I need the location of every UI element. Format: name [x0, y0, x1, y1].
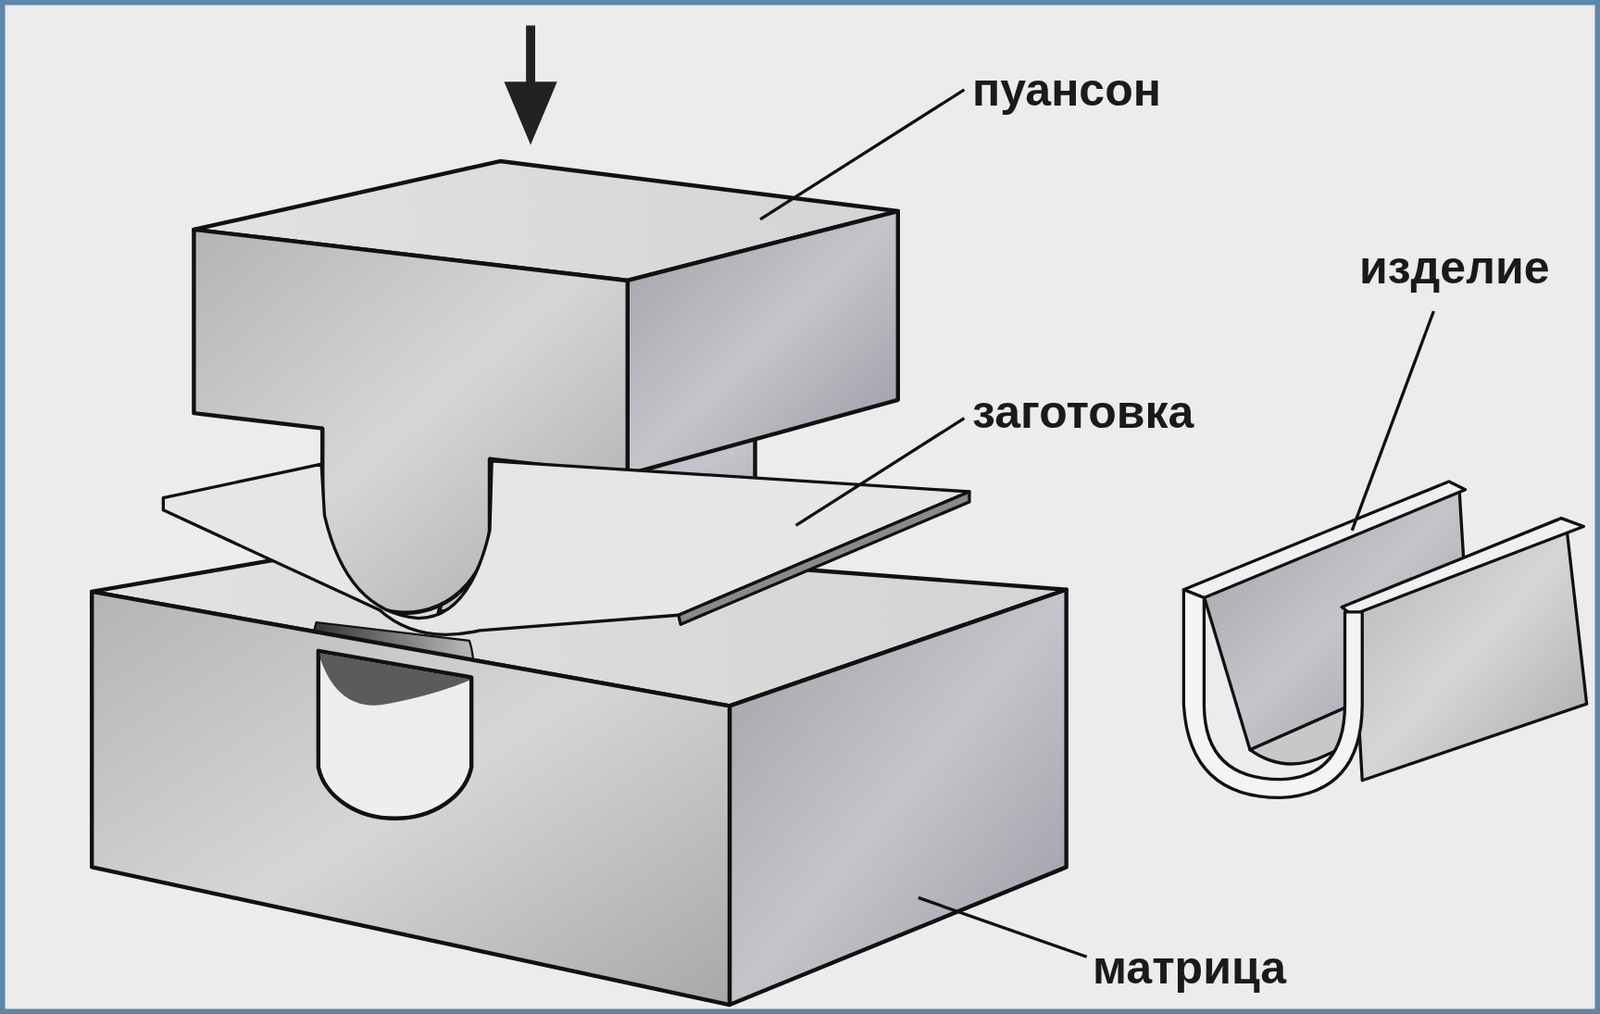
- leader-line: [1351, 311, 1434, 531]
- blank-sheet: [162, 461, 970, 635]
- leader-line: [796, 418, 965, 526]
- bent-product: [1183, 481, 1587, 798]
- part-label: матрица: [1092, 942, 1287, 994]
- part-label: заготовка: [972, 387, 1194, 438]
- leader-line: [918, 897, 1088, 957]
- part-label: пуансон: [972, 64, 1162, 116]
- part-label: изделие: [1359, 242, 1550, 294]
- leader-lines: [760, 89, 1434, 957]
- force-arrow: [503, 25, 557, 146]
- leader-line: [760, 89, 964, 220]
